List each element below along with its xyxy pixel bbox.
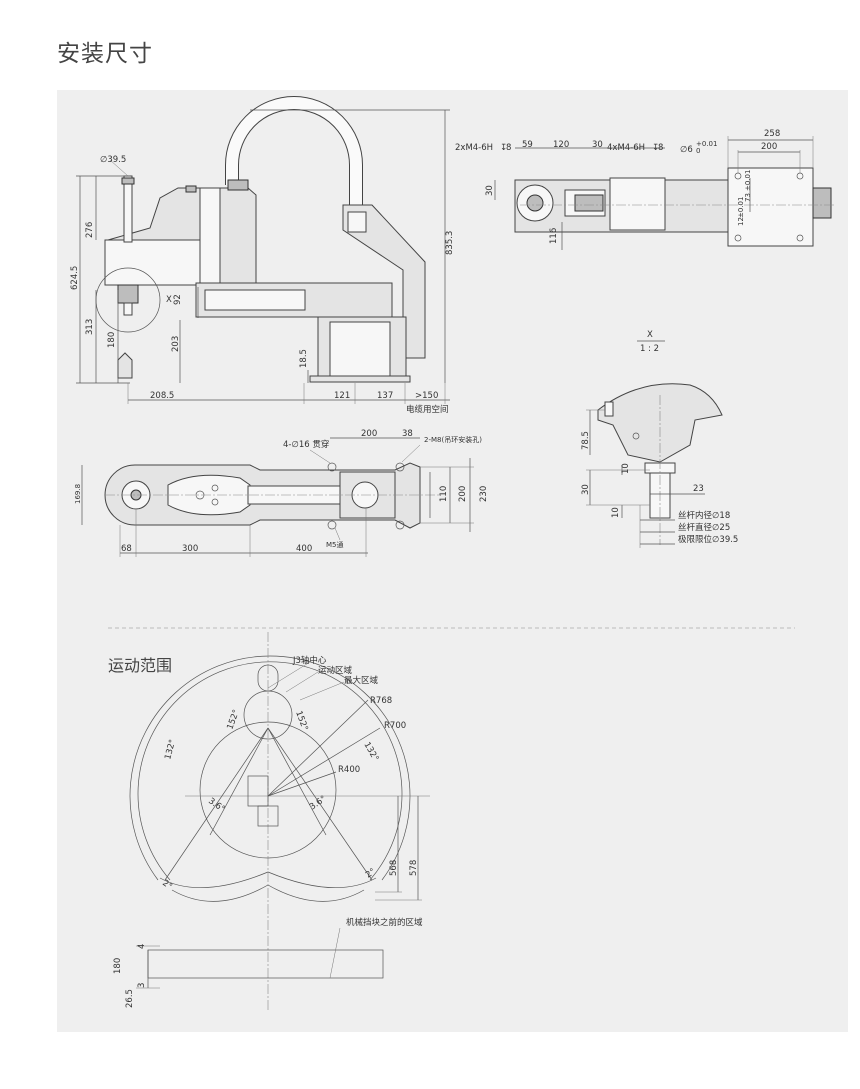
tap-depth-1: 8 xyxy=(506,143,511,153)
max-area-label: 最大区域 xyxy=(344,675,379,686)
dim-120: 120 xyxy=(553,140,569,150)
dim-203: 203 xyxy=(171,336,181,352)
mechanical-stop-label: 机械挡块之前的区域 xyxy=(346,917,423,928)
dim-30: 30 xyxy=(592,140,603,150)
dim-578: 578 xyxy=(409,860,419,876)
tap-label-1: 2xM4-6H xyxy=(455,143,493,153)
dim-68: 68 xyxy=(121,544,132,554)
dim-200-top: 200 xyxy=(361,429,377,439)
dim-73-tol: ±0.01 xyxy=(744,170,752,191)
dim-12: 12 xyxy=(737,217,745,226)
pin-tol-lower: 0 xyxy=(696,147,700,155)
motion-area-label: 运动区域 xyxy=(318,665,353,676)
detail-x-view: 78.5 10 30 10 23 丝杆内径∅18 丝杆直径∅25 极限限位∅39… xyxy=(581,383,738,548)
note-limit-stop: 极限限位∅39.5 xyxy=(678,534,738,545)
dim-d39-5: ∅39.5 xyxy=(100,155,126,165)
through-holes-label: 4-∅16 贯穿 xyxy=(283,439,329,450)
angle-132-right: 132° xyxy=(361,741,380,764)
dim-59: 59 xyxy=(522,140,533,150)
page-title: 安装尺寸 xyxy=(57,41,153,67)
dim-300: 300 xyxy=(182,544,198,554)
dim-23: 23 xyxy=(693,484,704,494)
note-screw-diameter: 丝杆直径∅25 xyxy=(678,522,730,533)
dim-150: >150 xyxy=(415,391,438,401)
detail-x-label: X xyxy=(166,295,172,305)
dim-110: 110 xyxy=(439,486,449,502)
angle-152-right: 152° xyxy=(293,710,309,733)
angle-3-6-left: 3.6° xyxy=(206,796,226,814)
angle-3-6-right: 3.6° xyxy=(308,794,328,812)
dim-18-5: 18.5 xyxy=(299,349,309,368)
dim-4: 4 xyxy=(137,944,147,949)
dim-137: 137 xyxy=(377,391,393,401)
angle-2-left: 2° xyxy=(160,878,174,892)
tap-depth-1-symbol: ↧ xyxy=(500,143,507,153)
angle-2-right: 2° xyxy=(364,867,378,881)
j3-axis-center-label: J3轴中心 xyxy=(292,655,327,666)
dim-78-5: 78.5 xyxy=(581,431,591,450)
dim-200: 200 xyxy=(761,142,777,152)
dim-230: 230 xyxy=(479,486,489,502)
dim-10-b: 10 xyxy=(611,507,621,518)
dim-258: 258 xyxy=(764,129,780,139)
angle-152-left: 152° xyxy=(225,708,241,731)
dim-208-5: 208.5 xyxy=(150,391,174,401)
dim-835-3: 835.3 xyxy=(445,231,455,255)
dim-568: 568 xyxy=(389,860,399,876)
tap-depth-2-symbol: ↧ xyxy=(652,143,659,153)
pin-tol-upper: +0.01 xyxy=(696,140,717,148)
scale-note-label: X xyxy=(647,330,653,340)
angle-132-left: 132° xyxy=(163,738,178,760)
dim-200-side: 200 xyxy=(458,486,468,502)
lifting-holes-label: 2-M8(吊环安装孔) xyxy=(424,435,482,444)
dim-12-tol: ±0.01 xyxy=(737,197,745,218)
radius-700-label: R700 xyxy=(384,721,406,731)
cable-space-label: 电缆用空间 xyxy=(406,404,449,415)
dim-313: 313 xyxy=(85,319,95,335)
top-base-view: 2xM4-6H ↧ 8 59 120 30 4xM4-6H ↧ 8 ∅6 +0.… xyxy=(455,129,835,250)
dim-30: 30 xyxy=(581,484,591,495)
m5-label: M5通 xyxy=(326,540,344,549)
side-view: ∅39.5 276 624.5 313 180 203 92 X 18.5 83… xyxy=(70,96,455,415)
tap-label-2: 4xM4-6H xyxy=(607,143,645,153)
dim-10-a: 10 xyxy=(621,463,631,474)
pin-diameter: ∅6 xyxy=(680,145,693,155)
tap-depth-2: 8 xyxy=(658,143,663,153)
radius-400-label: R400 xyxy=(338,765,360,775)
motion-range-view: 运动范围 J xyxy=(108,632,430,1012)
motion-range-title: 运动范围 xyxy=(108,656,172,675)
dim-116: 116 xyxy=(549,228,559,244)
dim-180-bottom: 180 xyxy=(113,958,123,974)
dim-92: 92 xyxy=(173,294,183,305)
dim-169-8: 169.8 xyxy=(74,484,82,504)
note-screw-inner: 丝杆内径∅18 xyxy=(678,510,730,521)
scale-note: X 1 : 2 xyxy=(637,330,665,354)
dim-180: 180 xyxy=(107,332,117,348)
dim-30-side: 30 xyxy=(485,185,495,196)
dim-3: 3 xyxy=(137,983,147,988)
dim-26-5: 26.5 xyxy=(125,989,135,1008)
dim-121: 121 xyxy=(334,391,350,401)
dim-624-5: 624.5 xyxy=(70,266,80,290)
dim-400: 400 xyxy=(296,544,312,554)
radius-768-label: R768 xyxy=(370,696,392,706)
dim-38: 38 xyxy=(402,429,413,439)
dim-276: 276 xyxy=(85,222,95,238)
dim-73: 73 xyxy=(744,193,752,202)
scale-note-ratio: 1 : 2 xyxy=(640,344,659,354)
plan-view: 4-∅16 贯穿 200 38 2-M8(吊环安装孔) 169.8 110 20… xyxy=(74,429,489,557)
